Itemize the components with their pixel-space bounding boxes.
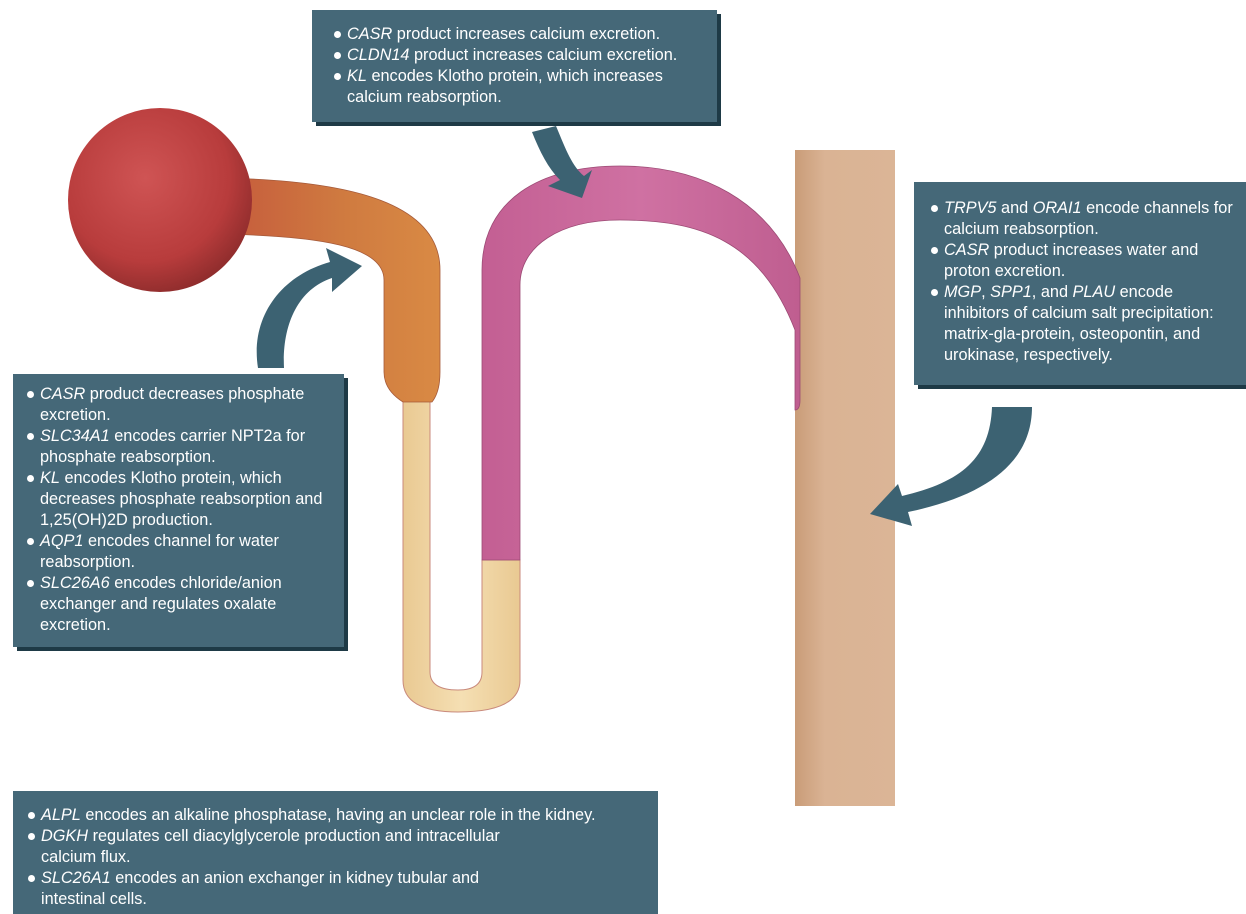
glomerulus bbox=[68, 108, 252, 292]
arrow-to-proximal-tubule bbox=[257, 248, 362, 368]
callout-left-item: SLC26A6 encodes chloride/anion exchanger… bbox=[27, 573, 336, 636]
callout-left-item: AQP1 encodes channel for water reabsorpt… bbox=[27, 531, 336, 573]
callout-bottom-item: ALPL encodes an alkaline phosphatase, ha… bbox=[28, 805, 650, 826]
callout-right-item: MGP, SPP1, and PLAU encode inhibitors of… bbox=[931, 282, 1238, 366]
callout-right-item: TRPV5 and ORAI1 encode channels for calc… bbox=[931, 198, 1238, 240]
callout-left: CASR product decreases phosphate excreti… bbox=[13, 374, 344, 647]
callout-left-item: KL encodes Klotho protein, which decreas… bbox=[27, 468, 336, 531]
callout-top-item: CASR product increases calcium excretion… bbox=[334, 24, 705, 45]
callout-bottom: ALPL encodes an alkaline phosphatase, ha… bbox=[13, 791, 658, 914]
thick-ascending-limb bbox=[482, 166, 800, 560]
callout-left-item: SLC34A1 encodes carrier NPT2a for phosph… bbox=[27, 426, 336, 468]
callout-bottom-item: SLC26A1 encodes an anion exchanger in ki… bbox=[28, 868, 650, 910]
callout-top: CASR product increases calcium excretion… bbox=[312, 10, 717, 122]
proximal-tubule bbox=[220, 178, 440, 402]
callout-bottom-item: DGKH regulates cell diacylglycerole prod… bbox=[28, 826, 650, 868]
callout-top-item: KL encodes Klotho protein, which increas… bbox=[334, 66, 705, 108]
callout-right: TRPV5 and ORAI1 encode channels for calc… bbox=[914, 182, 1246, 385]
callout-right-item: CASR product increases water and proton … bbox=[931, 240, 1238, 282]
collecting-duct bbox=[795, 150, 895, 806]
callout-top-item: CLDN14 product increases calcium excreti… bbox=[334, 45, 705, 66]
callout-left-item: CASR product decreases phosphate excreti… bbox=[27, 384, 336, 426]
